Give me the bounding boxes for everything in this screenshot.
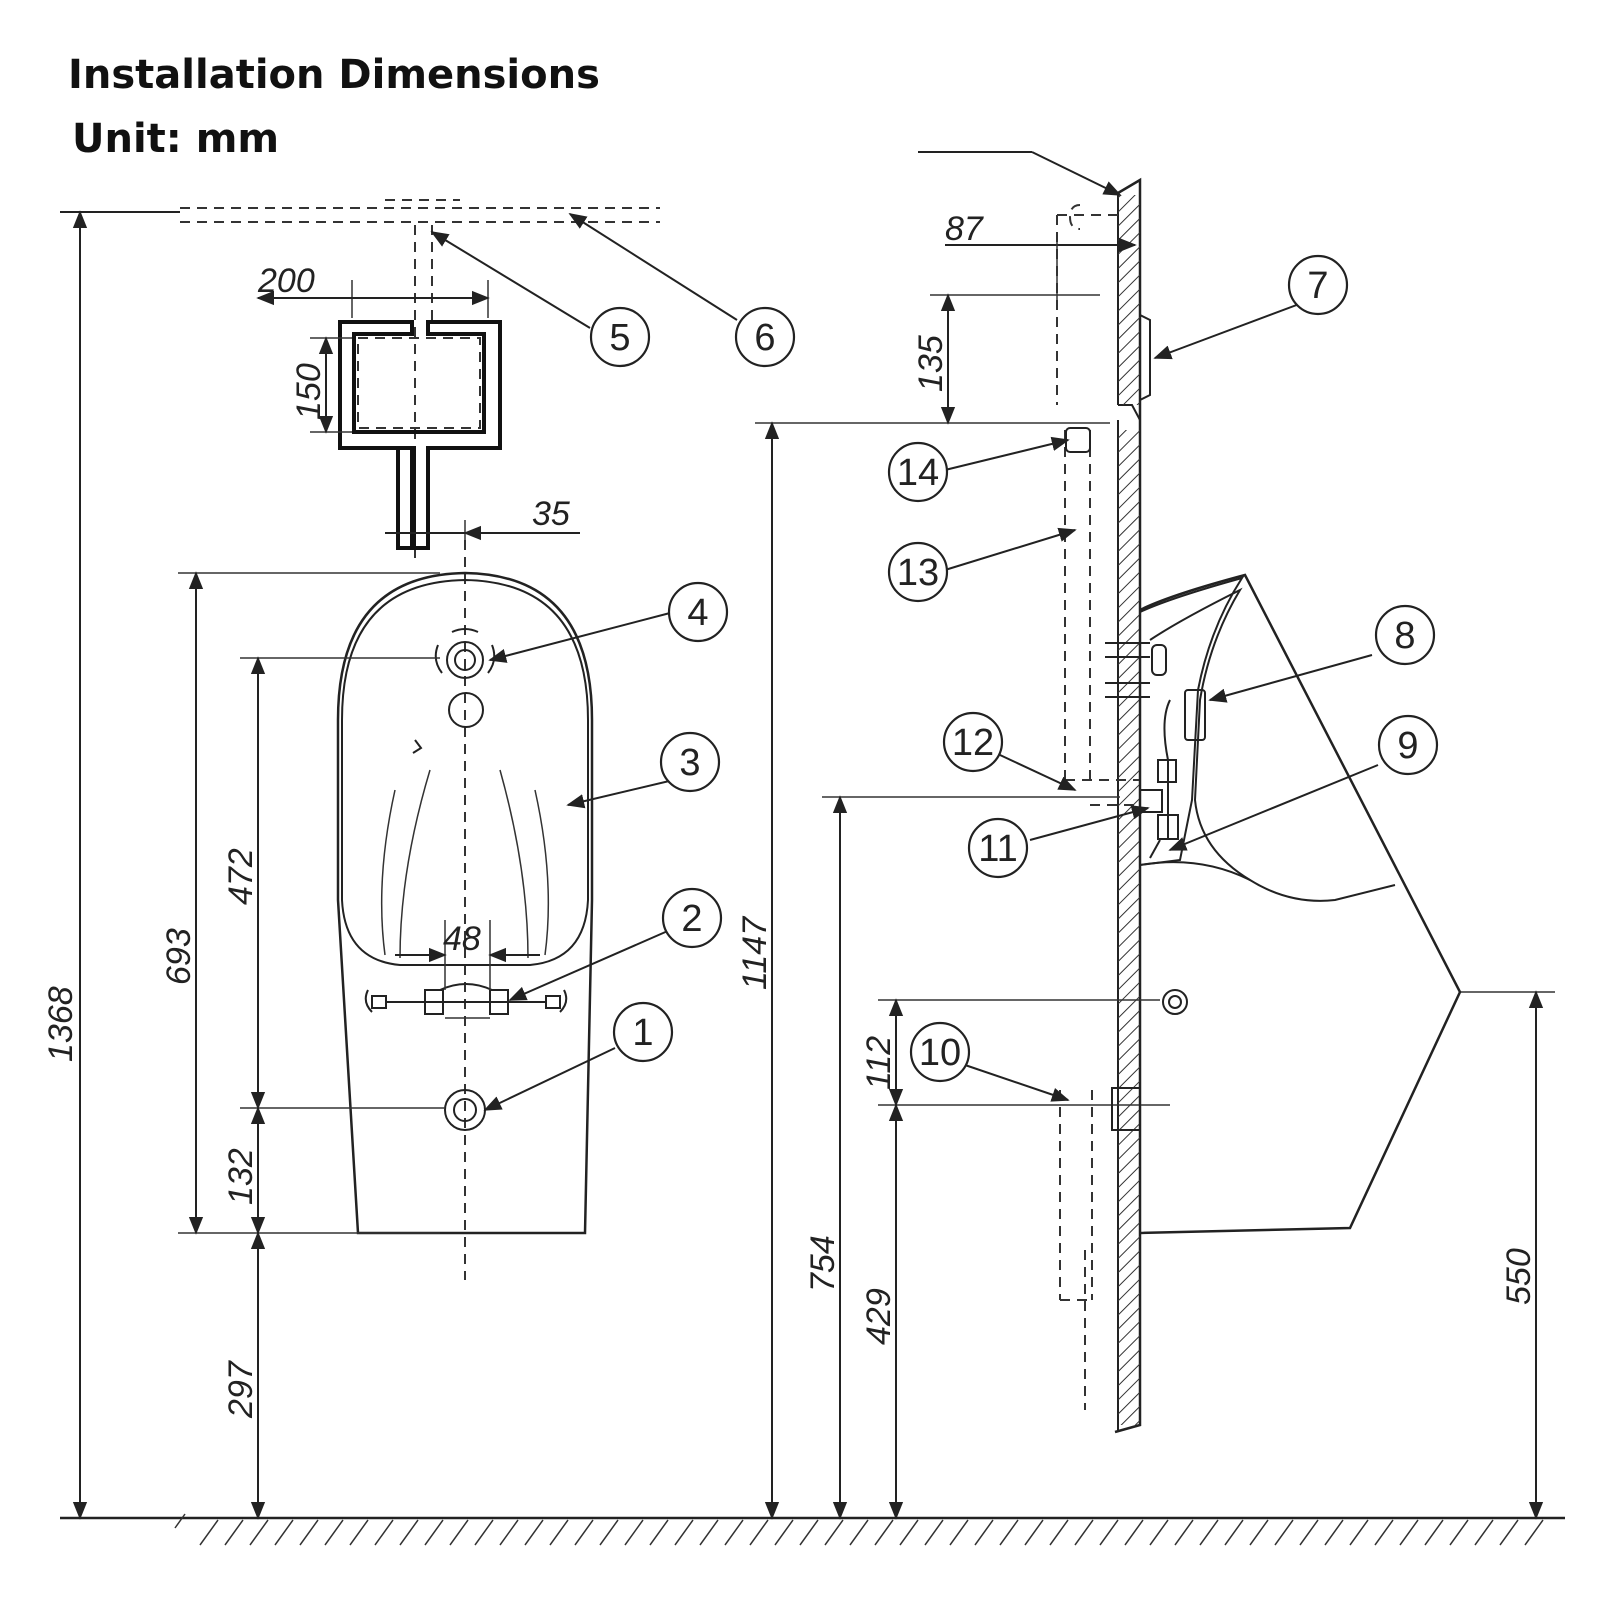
callout-12-label: 12 xyxy=(952,722,994,764)
callout-14-label: 14 xyxy=(897,452,939,494)
dim-48-label: 48 xyxy=(443,920,481,958)
dim-550: 550 xyxy=(1460,990,1555,1520)
dim-472: 472 xyxy=(222,656,440,1110)
callout-8: 8 xyxy=(1374,604,1436,666)
callout-9-label: 9 xyxy=(1397,725,1418,767)
urinal-side-body xyxy=(1111,573,1462,1235)
dim-200-label: 200 xyxy=(257,262,315,300)
leaders-right xyxy=(944,436,1379,1102)
dim-1368: 1368 xyxy=(42,210,88,1520)
dim-754: 754 xyxy=(804,795,1120,1520)
callout-6-label: 6 xyxy=(754,317,775,359)
callout-14: 14 xyxy=(887,441,949,503)
dim-132-label: 132 xyxy=(222,1148,260,1205)
floor xyxy=(60,1513,1565,1546)
dim-87: 87 xyxy=(945,210,1137,300)
dim-87-label: 87 xyxy=(945,210,984,248)
dim-132: 132 xyxy=(222,1106,445,1235)
callout-5-label: 5 xyxy=(609,317,630,359)
urinal-front-body xyxy=(336,571,594,1235)
leaders-left xyxy=(430,213,738,1111)
dim-429: 429 xyxy=(860,1103,904,1520)
callout-1: 1 xyxy=(612,1001,674,1063)
callout-3-label: 3 xyxy=(679,742,700,784)
dim-1147: 1147 xyxy=(736,421,780,1520)
dim-150-label: 150 xyxy=(290,363,328,420)
dim-693: 693 xyxy=(160,571,440,1235)
supply-pipe-dashed xyxy=(60,199,660,223)
callout-11-label: 11 xyxy=(978,828,1017,870)
dim-48: 48 xyxy=(395,920,540,990)
callout-2-label: 2 xyxy=(681,898,702,940)
callout-13: 13 xyxy=(887,541,949,603)
callout-2: 2 xyxy=(661,887,723,949)
dim-754-label: 754 xyxy=(804,1235,842,1292)
callout-1-label: 1 xyxy=(632,1012,653,1054)
dim-200: 200 xyxy=(256,262,490,318)
callout-13-label: 13 xyxy=(897,552,939,594)
side-valves xyxy=(1105,642,1206,859)
dim-297: 297 xyxy=(222,1231,266,1520)
spray-head-front xyxy=(412,628,496,754)
concealed-box xyxy=(338,320,502,550)
dim-297-label: 297 xyxy=(222,1360,260,1419)
dim-35: 35 xyxy=(385,495,580,545)
callout-7-label: 7 xyxy=(1307,265,1328,307)
wall xyxy=(918,151,1142,1434)
floor-hatching xyxy=(174,1513,1544,1546)
dim-112: 112 xyxy=(860,998,1170,1107)
valve-assembly-front xyxy=(364,983,568,1019)
dim-429-label: 429 xyxy=(860,1288,898,1345)
callout-12: 12 xyxy=(942,711,1004,773)
dim-35-label: 35 xyxy=(532,495,570,533)
callout-11: 11 xyxy=(967,817,1029,879)
dim-135-label: 135 xyxy=(912,335,950,392)
dim-1368-label: 1368 xyxy=(42,986,80,1062)
callout-10: 10 xyxy=(909,1021,971,1083)
callout-4: 4 xyxy=(667,581,729,643)
dim-112-label: 112 xyxy=(860,1036,898,1090)
callout-7: 7 xyxy=(1287,254,1349,316)
callout-3: 3 xyxy=(659,731,721,793)
flush-plate xyxy=(1139,299,1311,401)
dim-135: 135 xyxy=(755,293,1110,425)
dim-693-label: 693 xyxy=(160,928,198,985)
dim-150: 150 xyxy=(290,336,352,434)
callout-10-label: 10 xyxy=(919,1032,961,1074)
callout-6: 6 xyxy=(734,306,796,368)
dim-550-label: 550 xyxy=(1500,1248,1538,1305)
dim-472-label: 472 xyxy=(222,848,260,905)
callout-4-label: 4 xyxy=(687,592,708,634)
unit-label: Unit: mm xyxy=(72,116,280,162)
callout-5: 5 xyxy=(589,306,651,368)
diagram-title: Installation Dimensions xyxy=(68,52,600,98)
callout-8-label: 8 xyxy=(1394,615,1415,657)
dim-1147-label: 1147 xyxy=(736,916,774,990)
callout-9: 9 xyxy=(1377,714,1439,776)
